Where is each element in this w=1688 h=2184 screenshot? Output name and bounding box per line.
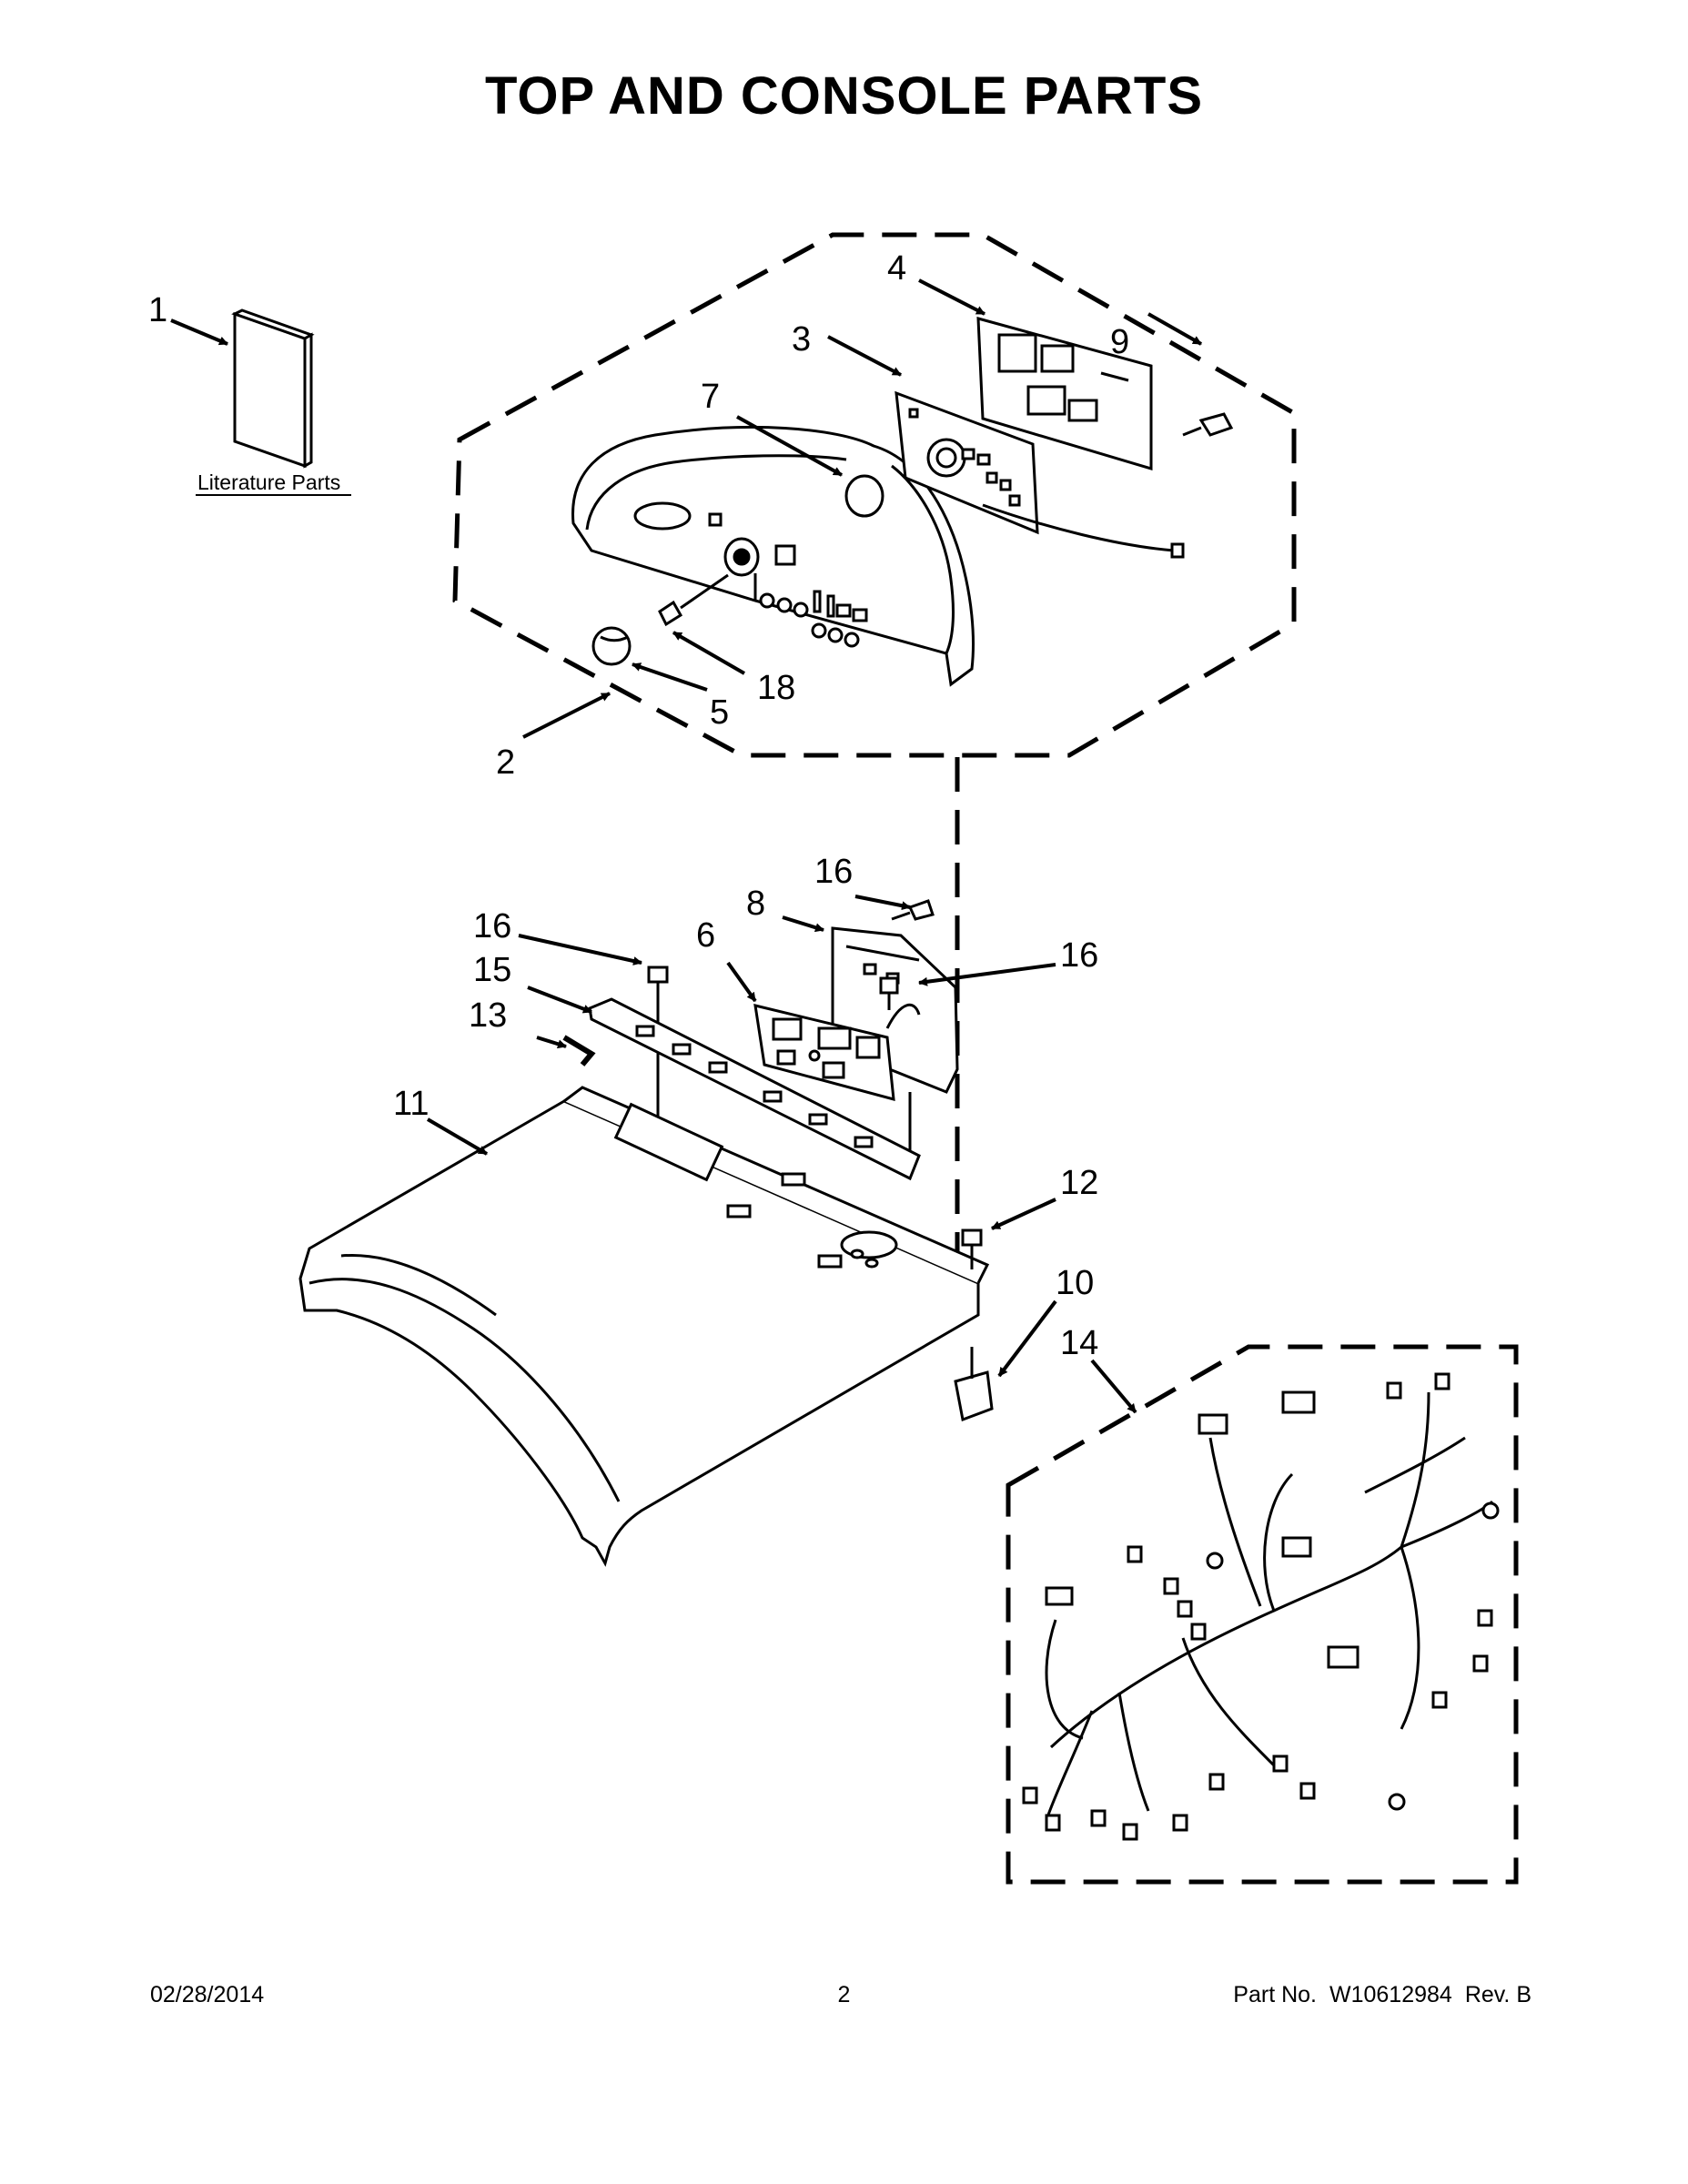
harness-connectors	[1022, 1372, 1500, 1841]
literature-booklet	[231, 308, 315, 469]
lock-clip	[954, 1347, 994, 1422]
callout-11: 11	[393, 1085, 429, 1123]
callout-16-left: 16	[473, 907, 511, 945]
screw-16-left	[647, 966, 669, 1006]
harness-group-boundary	[1006, 1344, 1519, 1885]
callout-13: 13	[469, 996, 507, 1035]
footer-part-label: Part No.	[1233, 1982, 1317, 2007]
callout-12: 12	[1060, 1164, 1098, 1202]
footer-part-info: Part No. W10612984 Rev. B	[1220, 1982, 1531, 2008]
screw-16-top	[891, 899, 935, 921]
callout-14: 14	[1060, 1324, 1098, 1362]
page-title: TOP AND CONSOLE PARTS	[484, 66, 1204, 126]
callout-18: 18	[757, 669, 795, 707]
gasket	[844, 474, 884, 518]
footer-date: 02/28/2014	[150, 1982, 265, 2007]
footer-page-number: 2	[837, 1982, 851, 2007]
callout-6: 6	[696, 916, 715, 955]
callout-1: 1	[148, 291, 167, 329]
callout-16-top: 16	[814, 853, 853, 891]
ui-control-board	[895, 390, 1039, 535]
screw-9	[1182, 412, 1234, 437]
footer-part-number: W10612984	[1329, 1982, 1452, 2007]
literature-parts-label: Literature Parts	[197, 470, 340, 494]
wire-harness	[1045, 1391, 1494, 1821]
main-control-board	[976, 317, 1153, 471]
callout-5: 5	[710, 693, 729, 732]
callout-3: 3	[792, 320, 811, 359]
callout-8: 8	[746, 885, 765, 923]
callout-9: 9	[1110, 323, 1129, 361]
screw-12	[961, 1228, 983, 1269]
screw-16-right	[879, 976, 899, 1010]
callout-leaders	[170, 278, 1202, 1414]
callout-16-right: 16	[1060, 936, 1098, 975]
relay-module	[753, 1004, 895, 1102]
dryer-top-panel	[298, 1086, 990, 1567]
hex-key	[562, 1035, 596, 1067]
knob	[591, 626, 632, 666]
callout-4: 4	[887, 249, 906, 288]
clip-strip	[588, 997, 921, 1181]
console-group-boundary	[452, 232, 1297, 758]
knob-shaft	[658, 600, 683, 627]
footer-revision: Rev. B	[1464, 1982, 1531, 2007]
callout-10: 10	[1056, 1264, 1094, 1302]
callout-7: 7	[701, 378, 720, 416]
callout-2: 2	[496, 743, 515, 782]
callout-15: 15	[473, 951, 511, 989]
